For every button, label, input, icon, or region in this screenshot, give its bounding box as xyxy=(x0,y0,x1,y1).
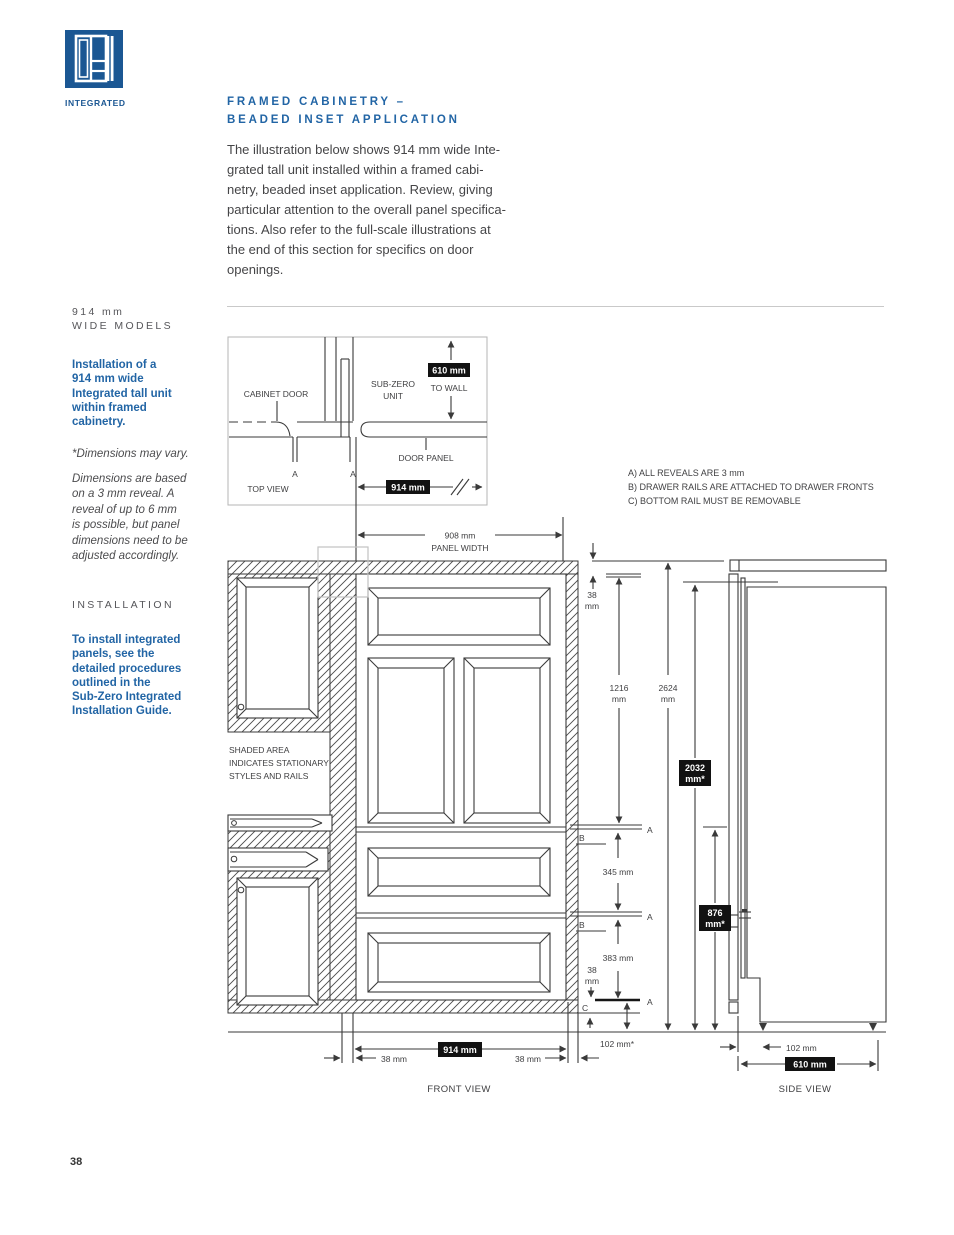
adjacent-cabinet-shelf xyxy=(227,814,333,832)
upper-panel xyxy=(367,587,551,646)
side-view-label: SIDE VIEW xyxy=(779,1084,832,1095)
panel-height-value: 2032 xyxy=(685,763,705,773)
adjacent-cabinet-door-lower xyxy=(236,877,319,1006)
cabinet-door-label: CABINET DOOR xyxy=(244,389,309,399)
panel-width-value: 908 mm xyxy=(445,531,476,541)
overall-height-unit: mm xyxy=(661,694,675,704)
page-title: FRAMED CABINETRY – BEADED INSET APPLICAT… xyxy=(227,96,460,126)
installation-summary: Installation of a 914 mm wide Integrated… xyxy=(72,359,172,429)
lower-panel-value: 876 xyxy=(707,908,722,918)
front-view-label: FRONT VIEW xyxy=(427,1084,490,1095)
technical-drawing: CABINET DOOR SUB-ZERO UNIT 610 mm TO WAL… xyxy=(227,336,887,1095)
rear-foot xyxy=(869,1023,877,1031)
reveal-marker-a: A xyxy=(292,469,298,479)
top-reveal-value: 38 xyxy=(587,590,597,600)
intro-paragraph: The illustration below shows 914 mm wide… xyxy=(227,142,506,277)
panel-height-unit: mm* xyxy=(685,774,705,784)
shaded-area-note-1: SHADED AREA xyxy=(229,745,290,755)
notes-list: A) ALL REVEALS ARE 3 mm B) DRAWER RAILS … xyxy=(628,466,874,508)
upper-drawer-panel xyxy=(367,847,551,897)
door-profile xyxy=(740,577,746,979)
front-width-badge: 914 mm xyxy=(443,1045,477,1055)
reveal-marker-a: A xyxy=(647,825,653,835)
note-a: A) ALL REVEALS ARE 3 mm xyxy=(628,468,745,478)
bottom-rail-marker-c: C xyxy=(582,1003,588,1013)
note-c: C) BOTTOM RAIL MUST BE REMOVABLE xyxy=(628,496,801,506)
front-foot xyxy=(759,1023,767,1031)
lower-panel-unit: mm* xyxy=(705,919,725,929)
top-rail-hatch xyxy=(227,560,579,575)
installation-header: INSTALLATION xyxy=(72,599,174,611)
to-wall-label: TO WALL xyxy=(431,383,468,393)
center-stile-hatch xyxy=(329,573,357,1014)
adjacent-cabinet-drawer xyxy=(227,847,329,872)
left-door-panel xyxy=(367,657,455,824)
drawer2-height: 383 mm xyxy=(603,953,634,963)
sub-zero-unit-label-1: SUB-ZERO xyxy=(371,379,415,389)
removable-bottom-rail xyxy=(728,1001,739,1014)
reveal-marker-a: A xyxy=(647,997,653,1007)
top-view-label: TOP VIEW xyxy=(247,484,288,494)
overall-height-value: 2624 xyxy=(659,683,678,693)
shaded-area-note-2: INDICATES STATIONARY xyxy=(229,758,329,768)
installation-guide-note: To install integrated panels, see the de… xyxy=(72,634,182,718)
depth-badge: 610 mm xyxy=(793,1060,827,1070)
door-panel-label: DOOR PANEL xyxy=(398,453,453,463)
drawer-rail-marker-b: B xyxy=(579,833,585,843)
note-b: B) DRAWER RAILS ARE ATTACHED TO DRAWER F… xyxy=(628,482,874,492)
top-view-width-badge: 914 mm xyxy=(391,483,425,493)
unit-body-profile xyxy=(746,586,887,1023)
bottom-reveal-value: 38 xyxy=(587,965,597,975)
side-view: 2032 mm* 876 mm* 102 mm 610 mm SIDE VIEW xyxy=(679,559,887,1095)
front-view: SHADED AREA INDICATES STATIONARY STYLES … xyxy=(227,517,886,1095)
upper-section-unit: mm xyxy=(612,694,626,704)
page-number: 38 xyxy=(70,1156,83,1168)
left-stile-width: 38 mm xyxy=(381,1054,407,1064)
reveal-marker-a: A xyxy=(647,912,653,922)
dimensions-vary-note: *Dimensions may vary. xyxy=(72,448,189,460)
detail-callout-box xyxy=(317,546,369,598)
lower-drawer-panel xyxy=(367,932,551,993)
toe-height: 102 mm* xyxy=(600,1039,635,1049)
upper-section-value: 1216 xyxy=(610,683,629,693)
reveal-note: Dimensions are based on a 3 mm reveal. A… xyxy=(72,473,188,563)
right-stile-width: 38 mm xyxy=(515,1054,541,1064)
panel-width-label: PANEL WIDTH xyxy=(431,543,488,553)
drawer1-height: 345 mm xyxy=(603,867,634,877)
sub-zero-unit-label-2: UNIT xyxy=(383,391,403,401)
toe-depth: 102 mm xyxy=(786,1043,817,1053)
shaded-area-note-3: STYLES AND RAILS xyxy=(229,771,309,781)
logo-label: INTEGRATED xyxy=(65,98,126,108)
models-header: 914 mm WIDE MODELS xyxy=(72,306,174,332)
bottom-reveal-unit: mm xyxy=(585,976,599,986)
right-door-panel xyxy=(463,657,551,824)
to-wall-badge: 610 mm xyxy=(432,366,466,376)
integrated-fridge-icon xyxy=(65,30,123,88)
right-stile-hatch xyxy=(565,573,579,1014)
reveal-marker-a: A xyxy=(350,469,356,479)
side-top-rail xyxy=(729,559,887,572)
top-reveal-unit: mm xyxy=(585,601,599,611)
divider-rule xyxy=(227,306,884,307)
adjacent-cabinet-door-upper xyxy=(236,577,319,719)
top-view: CABINET DOOR SUB-ZERO UNIT 610 mm TO WAL… xyxy=(227,336,488,574)
drawer-rail-marker-b: B xyxy=(579,920,585,930)
brand-logo: INTEGRATED xyxy=(65,30,126,108)
panel-profile xyxy=(728,573,739,1001)
